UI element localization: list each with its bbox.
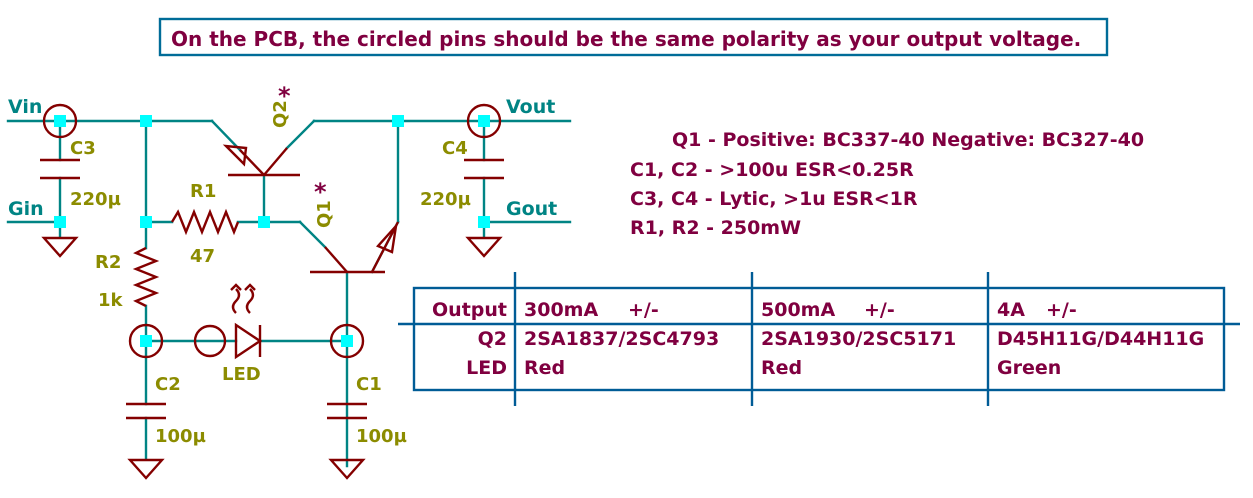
cap-c4: [464, 158, 504, 180]
note-q1: Q1 - Positive: BC337-40 Negative: BC327-…: [672, 129, 1144, 151]
table-cell: Green: [997, 357, 1061, 379]
ref-c1: C1: [356, 374, 382, 395]
pin-circle-vout: [466, 103, 502, 139]
ref-r2: R2: [95, 252, 121, 273]
table-cell: Red: [761, 357, 802, 379]
table-header-col2-pol: +/-: [864, 299, 895, 321]
value-c3: 220µ: [70, 189, 121, 210]
pin-circle-vin: [42, 103, 78, 139]
net-label-vout: Vout: [506, 96, 555, 118]
value-r2: 1k: [98, 290, 124, 311]
ref-led: LED: [222, 364, 261, 385]
banner-box: [158, 17, 1109, 57]
resistor-r2: [132, 246, 160, 308]
ref-q2: Q2: [270, 100, 291, 128]
parts-table: Output 300mA +/- 500mA +/- 4A +/- Q2 2SA…: [398, 272, 1240, 406]
table-cell: 2SA1837/2SC4793: [524, 328, 719, 350]
table-cell: 2SA1930/2SC5171: [761, 328, 956, 350]
table-header-col3-pol: +/-: [1046, 299, 1077, 321]
cap-c1: [327, 402, 367, 420]
ground-symbols: [41, 236, 503, 480]
banner: On the PCB, the circled pins should be t…: [158, 17, 1109, 57]
ref-r1: R1: [190, 181, 216, 202]
value-c2: 100µ: [155, 426, 206, 447]
value-c1: 100µ: [356, 426, 407, 447]
q2-star: *: [278, 82, 291, 110]
net-label-gin: Gin: [8, 198, 44, 220]
pin-circle-c1: [329, 323, 365, 359]
table-header-col3: 4A: [997, 299, 1025, 321]
wires: [6, 119, 572, 468]
table-cell: D45H11G/D44H11G: [997, 328, 1204, 350]
ground-icon: [328, 458, 366, 480]
cap-c3: [40, 158, 80, 180]
ref-c4: C4: [442, 138, 468, 159]
note-r1-r2: R1, R2 - 250mW: [630, 217, 801, 239]
wire-q2-emitter: [210, 119, 242, 152]
ref-c3: C3: [70, 138, 96, 159]
transistor-q2: [222, 144, 300, 177]
note-c3-c4: C3, C4 - Lytic, >1u ESR<1R: [630, 188, 918, 210]
ref-q1: Q1: [314, 200, 335, 228]
ref-c2: C2: [155, 374, 181, 395]
net-label-vin: Vin: [8, 96, 42, 118]
circled-pins: [42, 103, 502, 359]
notes: Q1 - Positive: BC337-40 Negative: BC327-…: [630, 129, 1144, 239]
junctions: [54, 115, 490, 347]
table-header-col1-pol: +/-: [628, 299, 659, 321]
q1-star: *: [314, 178, 327, 206]
wire-q2-collector: [285, 119, 316, 150]
led-diode: [230, 283, 263, 360]
banner-text: On the PCB, the circled pins should be t…: [171, 27, 1081, 51]
ground-icon: [465, 236, 503, 258]
table-cell: Red: [524, 357, 565, 379]
pin-circle-led: [193, 324, 227, 358]
ground-icon: [127, 458, 165, 480]
value-r1: 47: [190, 246, 215, 267]
pin-circle-c2: [128, 323, 164, 359]
net-label-gout: Gout: [506, 198, 557, 220]
value-c4: 220µ: [420, 189, 471, 210]
wire-q1-base-diag: [298, 220, 327, 249]
table-header-col2: 500mA: [761, 299, 835, 321]
note-c1-c2: C1, C2 - >100u ESR<0.25R: [630, 159, 914, 181]
table-row-label: LED: [466, 357, 507, 379]
resistor-r1: [170, 208, 240, 236]
table-header-output: Output: [432, 299, 507, 321]
table-border: [412, 286, 1226, 392]
table-header-col1: 300mA: [524, 299, 598, 321]
transistor-q1: [310, 221, 400, 274]
cap-c2: [126, 402, 166, 420]
table-row-label: Q2: [478, 328, 507, 350]
light-emission-icon: [231, 288, 241, 314]
ground-icon: [41, 236, 79, 258]
